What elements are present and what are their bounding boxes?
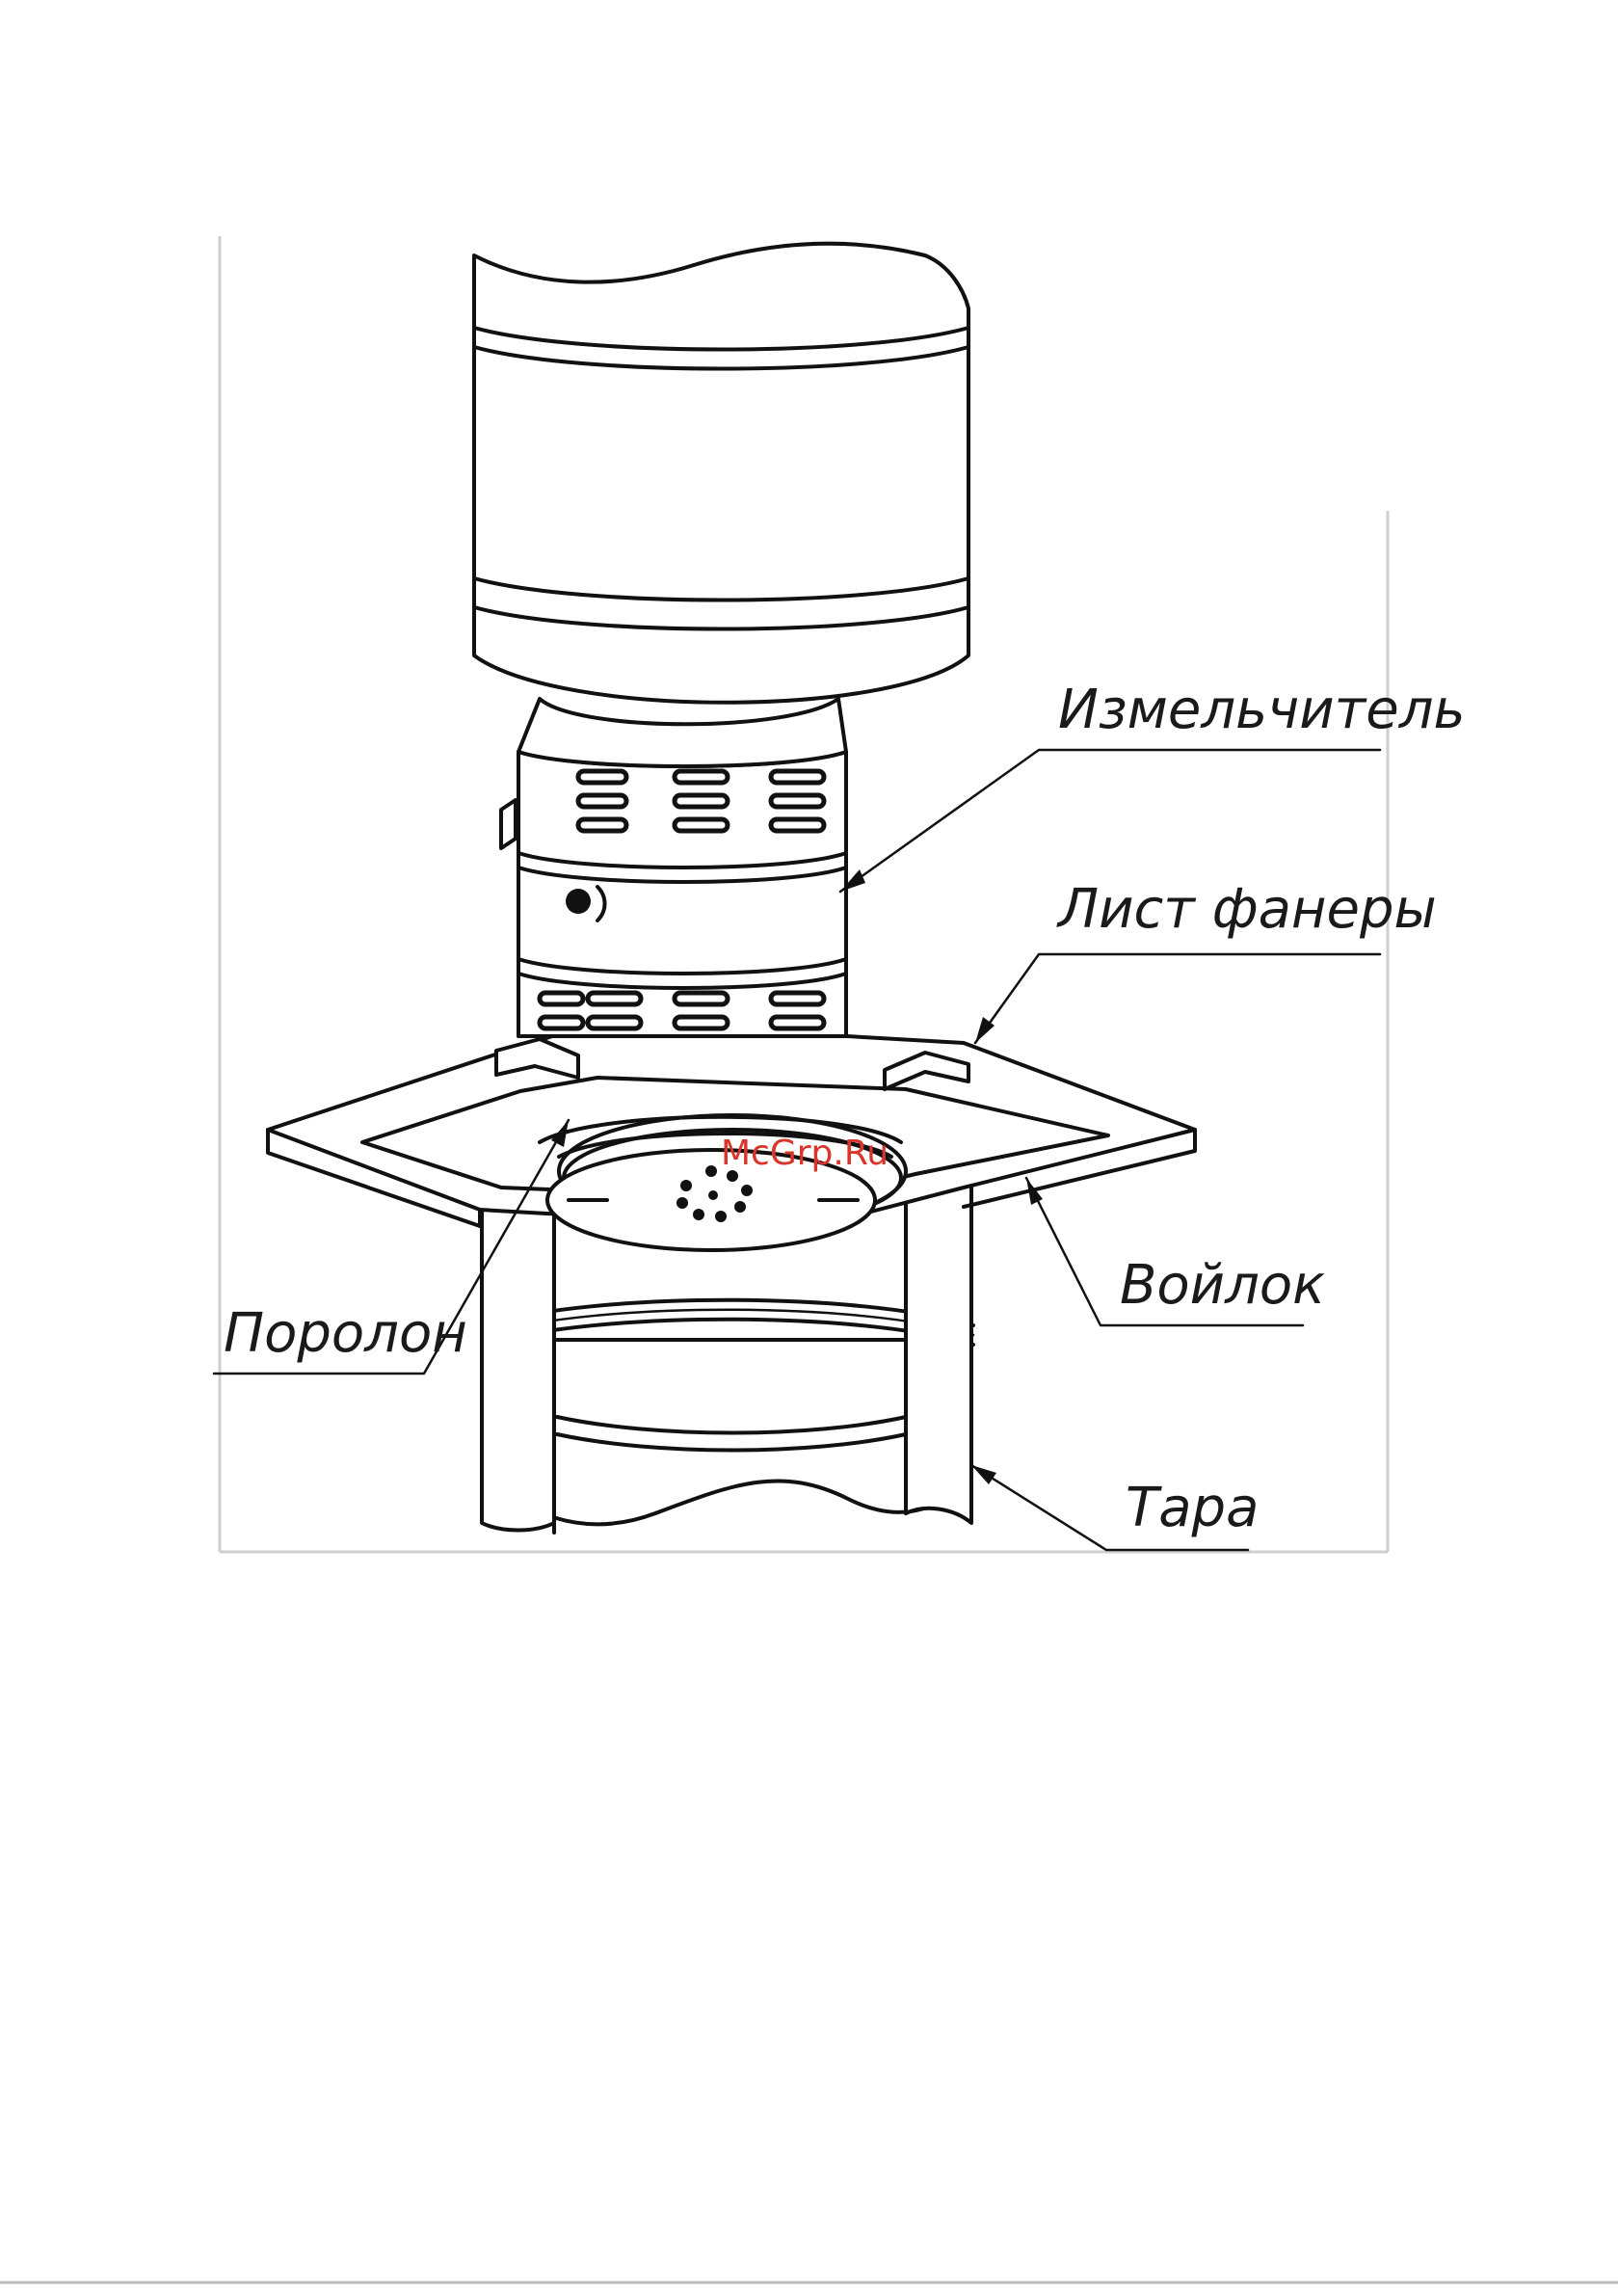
grinder-body xyxy=(501,752,846,1036)
label-container: Тара xyxy=(1126,1477,1259,1539)
label-foam-rubber: Поролон xyxy=(224,1302,467,1365)
motor-emblem-icon xyxy=(566,889,591,914)
vent-slots-upper xyxy=(578,771,824,831)
label-felt: Войлок xyxy=(1120,1254,1325,1317)
power-switch-icon xyxy=(501,800,516,848)
label-grinder: Измельчитель xyxy=(1058,679,1466,741)
label-plywood-sheet: Лист фанеры xyxy=(1056,878,1437,941)
watermark-text: McGrp.Ru xyxy=(721,1134,889,1173)
grinder-hopper xyxy=(474,244,968,766)
